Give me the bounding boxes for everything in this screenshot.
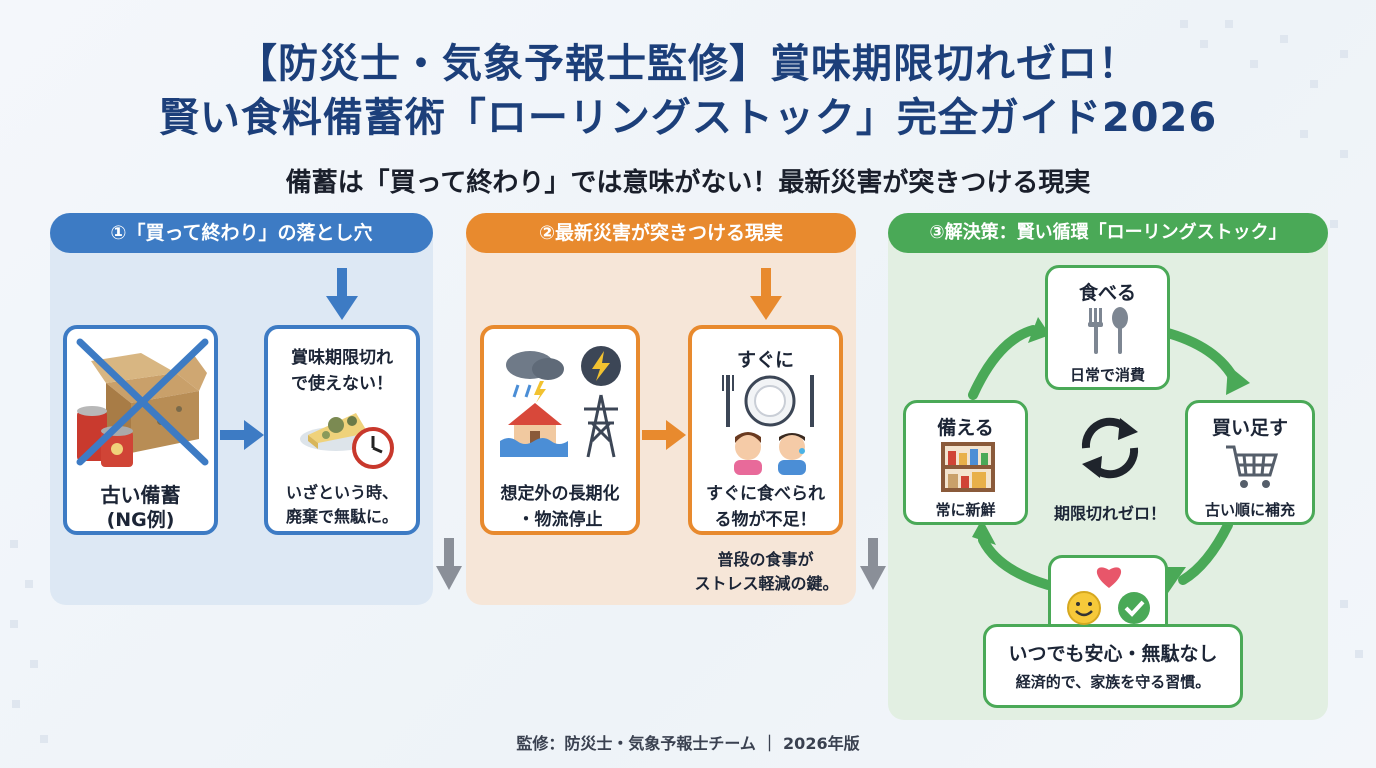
result-icon-card xyxy=(1048,555,1168,635)
section2-heading: ②最新災害が突きつける現実 xyxy=(466,213,856,253)
old-stock-card: 古い備蓄 (NG例) xyxy=(63,325,218,535)
result-sub: 経済的で、家族を守る習慣。 xyxy=(1015,673,1211,691)
expired-desc2: 廃棄で無駄に。 xyxy=(285,507,398,526)
store-card: 備える 常に新鮮 xyxy=(903,400,1028,525)
buy-card: 買い足す 古い順に補充 xyxy=(1185,400,1315,525)
clock-icon xyxy=(352,427,394,469)
lightning-icon xyxy=(581,346,621,386)
smile-icon xyxy=(1067,591,1101,625)
section3-heading: ③解決策：賢い循環「ローリングストック」 xyxy=(888,213,1328,253)
section1-heading: ①「買って終わり」の落とし穴 xyxy=(50,213,433,253)
eat-card: 食べる 日常で消費 xyxy=(1045,265,1170,390)
expired-desc1: いざという時、 xyxy=(285,483,398,502)
page-subtitle: 備蓄は「買って終わり」では意味がない！最新災害が突きつける現実 xyxy=(285,168,1091,198)
buy-title: 買い足す xyxy=(1211,417,1288,439)
cycle-arrows-icon xyxy=(1081,417,1139,479)
shortage-desc2: る物が不足！ xyxy=(714,510,817,530)
power-tower-icon xyxy=(584,394,618,458)
flooded-house-icon xyxy=(500,403,568,457)
disaster-label2: ・物流停止 xyxy=(517,510,603,530)
shortage-title: すぐに xyxy=(736,349,794,371)
food-shortage-card: すぐに すぐに食べられ る物が不足！ xyxy=(688,325,843,535)
page-title-line2: 賢い食料備蓄術「ローリングストック」完全ガイド2026 xyxy=(158,95,1218,141)
disaster-label1: 想定外の長期化 xyxy=(500,484,620,504)
store-title: 備える xyxy=(937,417,994,439)
disaster-card: 想定外の長期化 ・物流停止 xyxy=(480,325,640,535)
rolling-stock-cycle-arrows xyxy=(968,317,1250,593)
arrow-icon xyxy=(860,538,886,590)
arrow-icon xyxy=(750,268,782,320)
arrow-icon xyxy=(436,538,462,590)
footer-credit: 監修：防災士・気象予報士チーム ｜ 2026年版 xyxy=(516,734,860,753)
buy-sub: 古い順に補充 xyxy=(1204,501,1295,519)
canned-food-icon xyxy=(77,406,133,467)
eat-sub: 日常で消費 xyxy=(1069,366,1145,384)
check-icon xyxy=(1118,592,1150,624)
cross-out-icon xyxy=(76,338,209,466)
expired-title2: で使えない！ xyxy=(291,374,393,394)
result-title: いつでも安心・無駄なし xyxy=(1008,643,1218,665)
store-sub: 常に新鮮 xyxy=(935,501,996,519)
section2-note-line2: ストレス軽減の鍵。 xyxy=(694,574,839,593)
page-title-line1: 【防災士・気象予報士監修】賞味期限切れゼロ！ xyxy=(237,41,1139,87)
old-stock-label2: (NG例) xyxy=(106,509,175,531)
shortage-desc1: すぐに食べられ xyxy=(706,484,825,504)
heart-icon xyxy=(1096,567,1122,588)
arrow-icon xyxy=(326,268,358,320)
shopping-cart-icon xyxy=(1226,445,1279,488)
arrow-icon xyxy=(220,420,264,450)
empty-plate-icon xyxy=(722,375,814,427)
section2-note-line1: 普段の食事が xyxy=(717,550,814,569)
worried-family-icon xyxy=(734,432,806,475)
pantry-shelf-icon xyxy=(941,442,995,492)
storm-cloud-icon xyxy=(506,351,564,403)
result-card: いつでも安心・無駄なし 経済的で、家族を守る習慣。 xyxy=(983,624,1243,708)
old-stock-label1: 古い備蓄 xyxy=(100,483,181,507)
fork-spoon-icon xyxy=(1088,307,1128,354)
expired-card: 賞味期限切れ で使えない！ いざという時、 廃棄で無駄に。 xyxy=(264,325,420,535)
arrow-icon xyxy=(642,420,686,450)
eat-title: 食べる xyxy=(1078,282,1136,304)
expired-title1: 賞味期限切れ xyxy=(291,348,393,368)
zero-expiry-label: 期限切れゼロ！ xyxy=(1053,504,1166,523)
